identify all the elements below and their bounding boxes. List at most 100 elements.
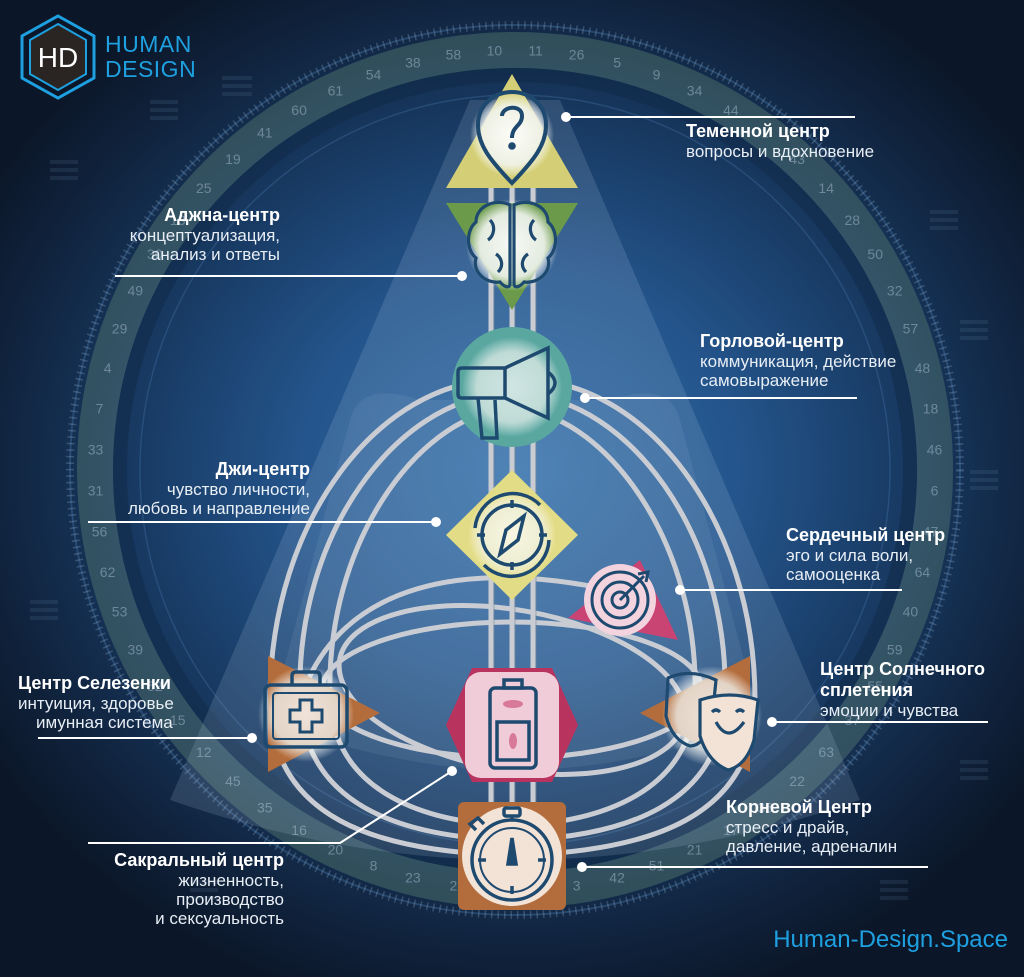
sacral-desc-2: производство <box>176 890 284 909</box>
gate-number: 41 <box>257 125 273 141</box>
throat-title: Горловой-центр <box>700 331 844 351</box>
solar-desc: эмоции и чувства <box>820 701 959 720</box>
label-throat: Горловой-центр коммуникация, действие са… <box>700 331 896 390</box>
crown-title: Теменной центр <box>686 121 830 141</box>
throat-desc-1: коммуникация, действие <box>700 352 897 371</box>
label-g: Джи-центр чувство личности, любовь и нап… <box>70 459 310 518</box>
solar-plexus-center[interactable] <box>640 656 762 772</box>
gate-number: 14 <box>818 180 834 196</box>
gate-number: 19 <box>225 151 241 167</box>
gate-number: 32 <box>887 282 903 298</box>
battery-icon <box>488 678 538 770</box>
gate-number: 40 <box>903 604 919 620</box>
gate-number: 26 <box>569 47 585 63</box>
label-heart: Сердечный центр эго и сила воли, самооце… <box>786 525 945 584</box>
root-title: Корневой Центр <box>726 797 872 817</box>
gate-number: 47 <box>923 524 939 540</box>
gate-number: 1 <box>761 125 769 141</box>
ajna-title: Аджна-центр <box>164 205 280 225</box>
gate-number: 48 <box>915 360 931 376</box>
heart-title: Сердечный центр <box>786 525 946 545</box>
gate-number: 36 <box>757 799 773 815</box>
gate-number: 28 <box>845 212 861 228</box>
gate-number: 56 <box>92 524 108 540</box>
gate-number: 46 <box>927 441 943 457</box>
stopwatch-icon <box>467 806 554 902</box>
label-solar-plexus: Центр Солнечного сплетения эмоции и чувс… <box>820 659 985 720</box>
gate-number: 35 <box>257 799 273 815</box>
label-sacral: Сакральный центр жизненность, производст… <box>80 850 284 928</box>
gate-number: 11 <box>528 43 543 59</box>
root-center[interactable] <box>458 802 566 910</box>
compass-icon <box>473 491 551 579</box>
logo: HD <box>18 14 98 100</box>
sacral-desc-1: жизненность, <box>178 871 284 890</box>
gate-number: 45 <box>225 773 241 789</box>
ajna-desc-2: анализ и ответы <box>150 245 280 264</box>
gate-number: 15 <box>170 712 186 728</box>
gate-number: 42 <box>609 869 625 885</box>
gate-number: 9 <box>653 67 661 83</box>
spleen-title: Центр Селезенки <box>18 673 171 693</box>
gate-number: 60 <box>291 102 307 118</box>
label-root: Корневой Центр стресс и драйв, давление,… <box>726 797 897 856</box>
g-title: Джи-центр <box>215 459 310 479</box>
logo-line1: HUMAN <box>105 31 192 57</box>
gate-number: 17 <box>723 822 739 838</box>
heart-desc-1: эго и сила воли, <box>786 546 914 565</box>
root-desc-1: стресс и драйв, <box>726 818 850 837</box>
gate-number: 4 <box>104 360 112 376</box>
spleen-desc-2: имунная система <box>36 713 173 732</box>
gate-number: 53 <box>112 604 128 620</box>
gate-number: 18 <box>923 400 939 416</box>
gate-number: 64 <box>915 564 931 580</box>
theater-masks-icon <box>664 671 760 772</box>
spleen-desc-1: интуиция, здоровье <box>18 694 174 713</box>
gate-number: 5 <box>613 55 621 71</box>
gate-number: 44 <box>723 102 739 118</box>
gate-number: 63 <box>818 744 834 760</box>
ajna-center[interactable] <box>446 199 578 310</box>
ajna-desc-1: концептуализация, <box>129 226 280 245</box>
footer-site-link[interactable]: Human-Design.Space <box>773 926 1008 953</box>
crown-center[interactable] <box>446 74 578 188</box>
gate-number: 52 <box>147 678 163 694</box>
label-ajna: Аджна-центр концептуализация, анализ и о… <box>80 205 280 264</box>
crown-desc: вопросы и вдохновение <box>686 142 875 161</box>
gate-number: 6 <box>931 483 939 499</box>
gate-number: 58 <box>446 47 462 63</box>
hexagram-glyphs <box>30 76 998 900</box>
gate-number: 38 <box>405 55 421 71</box>
gate-number: 8 <box>370 857 378 873</box>
sacral-center[interactable] <box>446 668 578 782</box>
gate-number: 33 <box>88 441 104 457</box>
throat-center[interactable] <box>452 327 572 447</box>
gate-number: 29 <box>112 321 128 337</box>
gate-number: 55 <box>867 678 883 694</box>
spleen-center[interactable] <box>258 656 380 772</box>
gate-number: 30 <box>147 246 163 262</box>
question-pin-icon <box>475 89 549 186</box>
megaphone-icon <box>456 345 557 440</box>
gate-number: 54 <box>366 67 382 83</box>
gate-number: 3 <box>573 878 581 894</box>
label-spleen: Центр Селезенки интуиция, здоровье имунн… <box>18 673 174 732</box>
target-icon <box>590 570 650 630</box>
sacral-desc-3: и сексуальность <box>155 909 284 928</box>
g-center[interactable] <box>446 470 578 600</box>
gate-number: 22 <box>789 773 805 789</box>
heart-center[interactable] <box>568 560 678 640</box>
gate-number: 49 <box>128 282 144 298</box>
g-desc-1: чувство личности, <box>166 480 310 499</box>
solar-title: Центр Солнечного <box>820 659 986 679</box>
label-crown: Теменной центр вопросы и вдохновение <box>686 121 874 161</box>
gate-number: 7 <box>96 400 104 416</box>
hd-hexagon-icon: HD <box>20 14 96 100</box>
gate-number: 12 <box>196 744 212 760</box>
throat-desc-2: самовыражение <box>700 371 829 390</box>
gate-number: 37 <box>845 712 861 728</box>
svg-text:HD: HD <box>38 42 78 73</box>
gate-number: 59 <box>887 642 903 658</box>
